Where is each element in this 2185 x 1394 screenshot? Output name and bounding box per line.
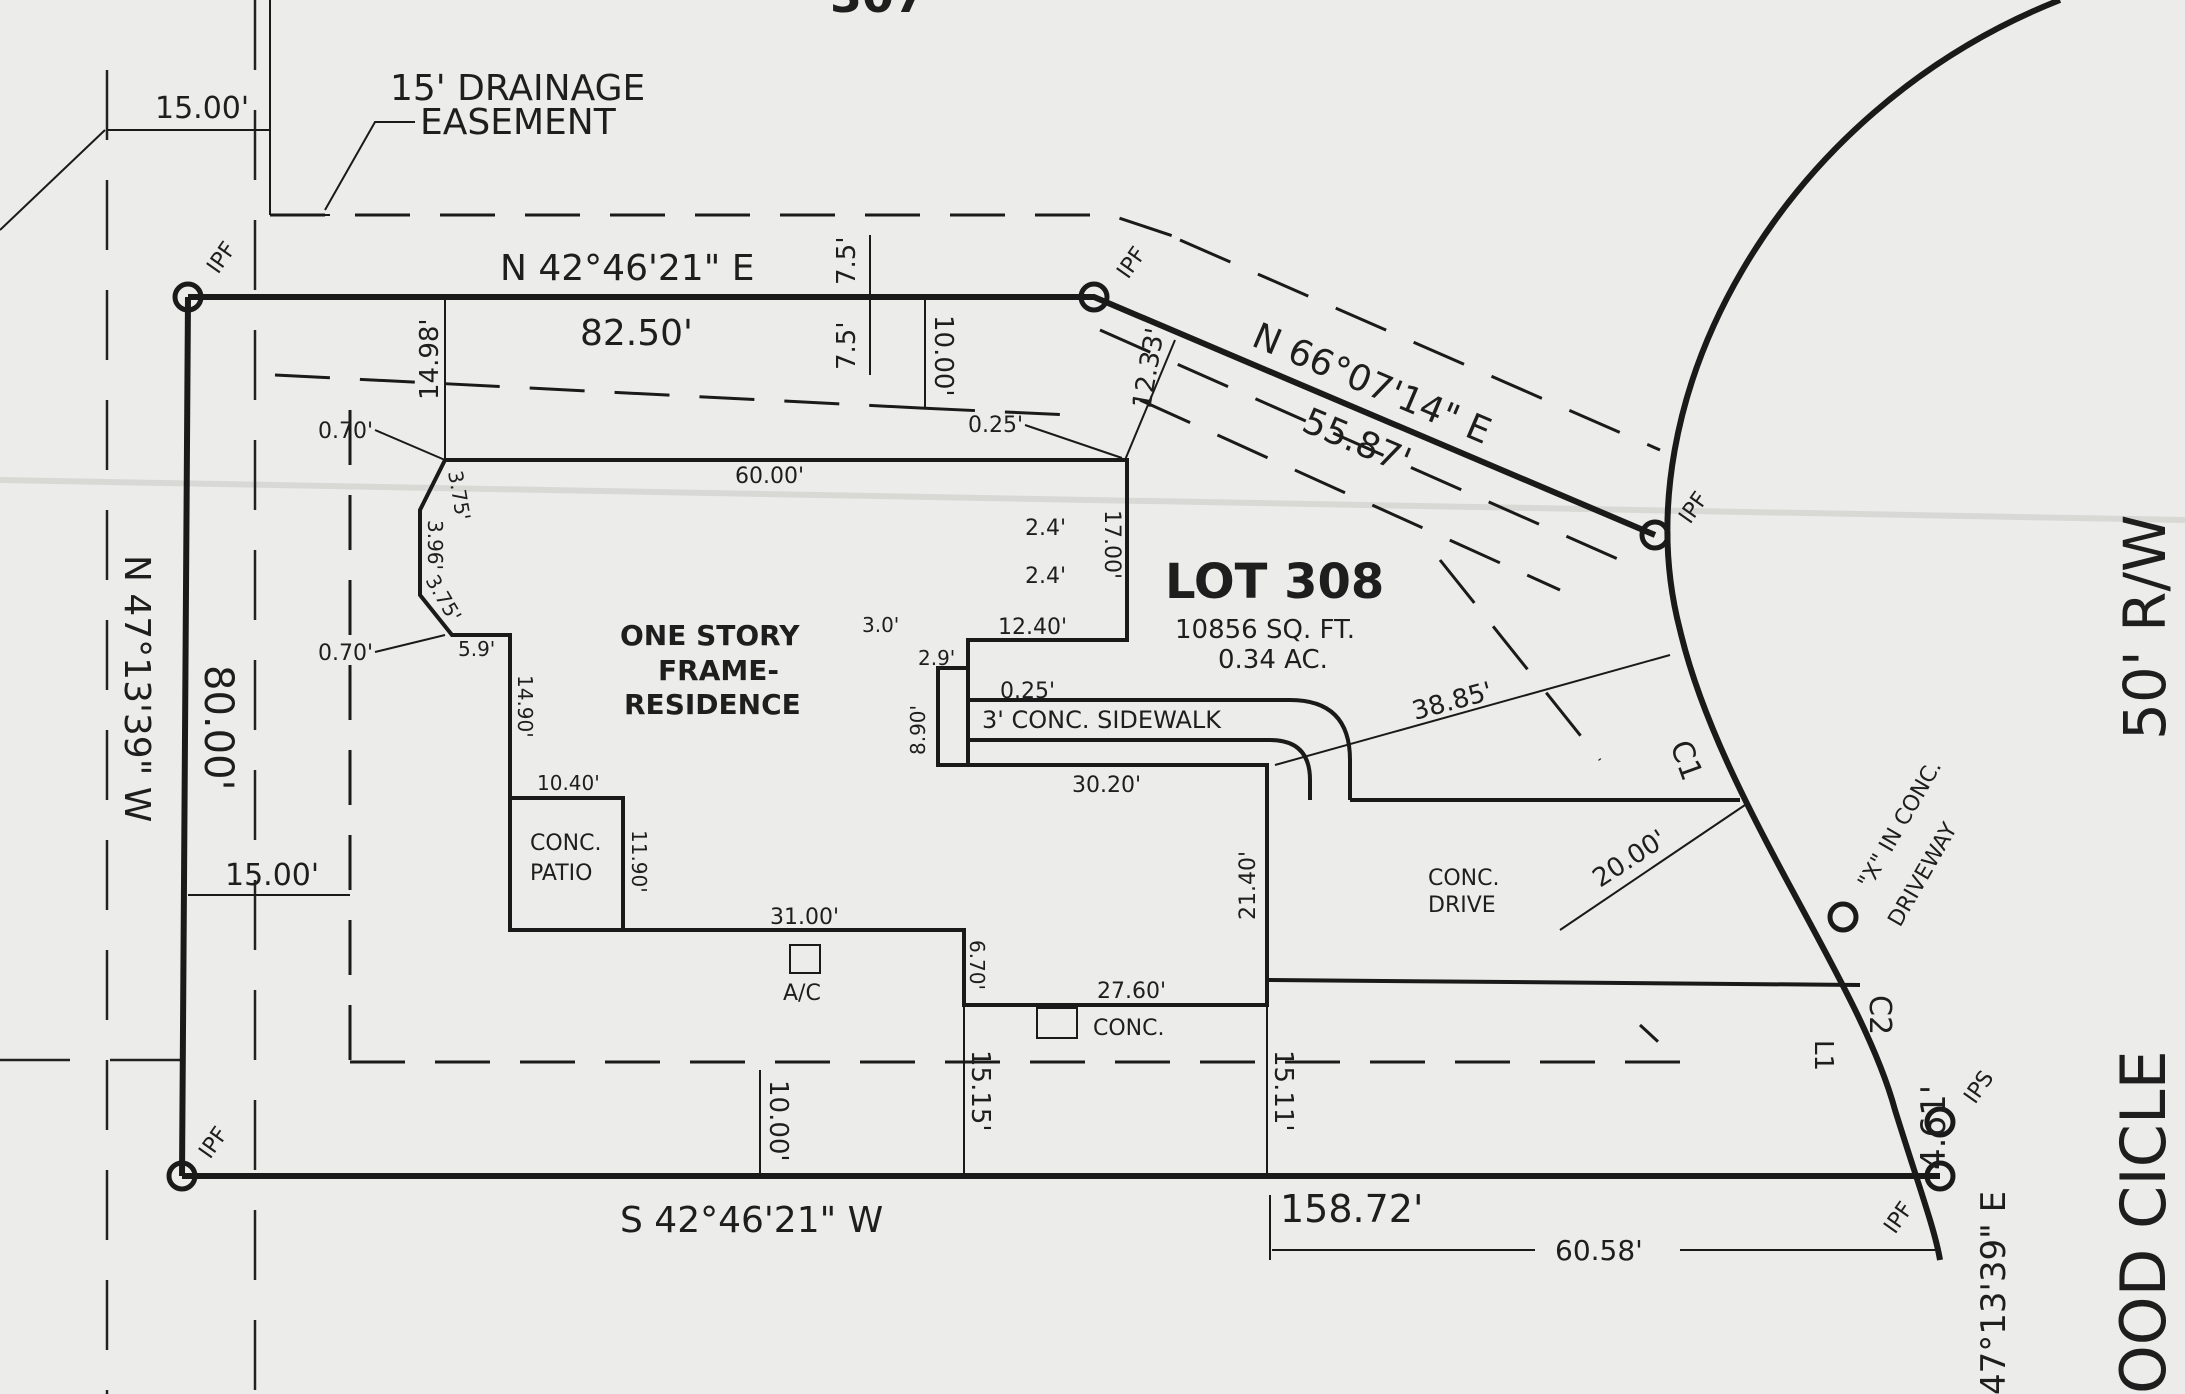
setback-h: 15.11' <box>1268 1050 1298 1132</box>
concrete-label: CONC. <box>1093 1016 1165 1041</box>
drive-label-1: CONC. <box>1428 866 1500 891</box>
dim-leader <box>1024 424 1123 459</box>
easement-label-2: EASEMENT <box>420 102 617 143</box>
lot-boundary-west <box>179 296 191 1177</box>
patio-label-1: CONC. <box>530 831 602 856</box>
patio-label-2: PATIO <box>530 861 592 886</box>
setback-line <box>1179 238 1661 452</box>
dim-porch-width: 2.9' <box>918 646 955 670</box>
north-distance: 82.50' <box>580 313 693 354</box>
ac-label: A/C <box>783 981 821 1006</box>
dim-bay-2: 2.4' <box>1025 564 1066 589</box>
rear-setback-line <box>350 1023 1684 1064</box>
dim-step: 5.9' <box>458 637 495 661</box>
house-label-2: FRAME- <box>658 654 779 687</box>
north-bearing: N 42°46'21" E <box>500 248 754 289</box>
drive-width-dim <box>1559 804 1746 931</box>
street-name: OOD CICLE <box>2107 1050 2180 1394</box>
concrete-pad <box>1036 1007 1078 1039</box>
setback-dim <box>1124 339 1176 461</box>
dim-wall-1: 14.90' <box>513 675 537 738</box>
setback-line <box>274 373 921 410</box>
dim-porch-offset: 3.0' <box>862 613 899 637</box>
easement-width: 15.00' <box>155 91 249 126</box>
dim-patio-width: 10.40' <box>537 771 600 795</box>
ac-unit <box>789 944 821 974</box>
iron-pin-found <box>1924 1160 1956 1192</box>
iron-pin-found <box>1078 281 1110 313</box>
dim-walk-offset: 0.25' <box>1000 679 1055 704</box>
driveway-edge <box>1266 978 1861 987</box>
paper-fold <box>0 477 2185 523</box>
setback-c: 10.00' <box>928 315 958 397</box>
house-label-1: ONE STORY <box>620 619 800 652</box>
c2-segment-distance: 4.61' <box>1914 1085 1954 1170</box>
dim-top-right-offset: 0.25' <box>968 413 1023 438</box>
lot-area-acres: 0.34 AC. <box>1218 645 1328 675</box>
sidewalk-label: 3' CONC. SIDEWALK <box>982 706 1222 734</box>
dim-patio-height: 11.90' <box>627 830 651 893</box>
iron-pin-found <box>172 281 204 313</box>
south-distance: 158.72' <box>1280 1187 1423 1231</box>
lot-area-sqft: 10856 SQ. FT. <box>1175 615 1355 645</box>
south-bearing: S 42°46'21" W <box>620 1200 883 1241</box>
west-bearing: N 47°13'39" W <box>116 555 157 822</box>
drive-label-2: DRIVE <box>1428 893 1496 918</box>
left-setback: 15.00' <box>225 858 319 893</box>
dim-right-wall: 17.00' <box>1099 510 1124 579</box>
x-mark-point <box>1827 901 1859 933</box>
setback-f: 10.00' <box>763 1080 793 1162</box>
dim-rear: 31.00' <box>770 905 839 930</box>
setback-b: 7.5' <box>832 322 862 371</box>
setback-line <box>1139 398 1561 592</box>
lot-boundary-north <box>188 294 1657 538</box>
east-bearing: 47°13'39" E <box>1974 1191 2014 1394</box>
lot-number: LOT 308 <box>1165 554 1384 610</box>
sidewalk-to-row-dim <box>1274 654 1671 766</box>
concrete-sidewalk <box>968 698 1352 800</box>
setback-d: 14.98' <box>415 318 445 400</box>
easement-leader <box>324 121 415 211</box>
adjoining-line <box>0 129 106 231</box>
dim-left-offset-top: 0.70' <box>318 419 373 444</box>
setback-line <box>919 406 1071 417</box>
west-distance: 80.00' <box>195 665 241 791</box>
dim-front: 12.40' <box>998 615 1067 640</box>
iron-pin-found <box>1639 519 1671 551</box>
house-label-3: RESIDENCE <box>624 688 801 721</box>
iron-pin-set <box>1924 1106 1956 1138</box>
iron-pin-found <box>166 1160 198 1192</box>
setback-g: 15.15' <box>965 1050 995 1132</box>
dim-jog: 6.70' <box>965 940 989 990</box>
drainage-easement-line <box>270 213 1201 247</box>
line-l1-label: L1 <box>1808 1040 1838 1071</box>
easement-label-1: 15' DRAINAGE <box>390 68 645 109</box>
setback-line <box>1438 559 1602 761</box>
house-footprint <box>418 458 1269 1007</box>
dim-leader <box>374 429 446 461</box>
dim-garage-front: 30.20' <box>1072 773 1141 798</box>
dim-leader <box>374 634 446 653</box>
adjacent-lot-number: 307 <box>830 0 926 23</box>
concrete-patio <box>508 796 625 932</box>
dim-left-offset-bottom: 0.70' <box>318 641 373 666</box>
right-of-way-label: 50' R/W <box>2111 515 2179 740</box>
dim-porch: 8.90' <box>906 705 930 755</box>
dim-garage-side: 21.40' <box>1236 851 1261 920</box>
dim-rear-2: 27.60' <box>1097 979 1166 1004</box>
setback-a: 7.5' <box>832 237 862 286</box>
dim-side-1: 3.96' <box>423 520 447 570</box>
dim-bay-1: 2.4' <box>1025 516 1066 541</box>
dim-top: 60.00' <box>735 464 804 489</box>
setback-line <box>1099 328 1621 562</box>
right-of-way-curve <box>1664 0 2062 1261</box>
front-porch <box>936 666 970 767</box>
curve-c2-label: C2 <box>1862 995 1897 1035</box>
east-seg-distance: 60.58' <box>1555 1234 1643 1267</box>
